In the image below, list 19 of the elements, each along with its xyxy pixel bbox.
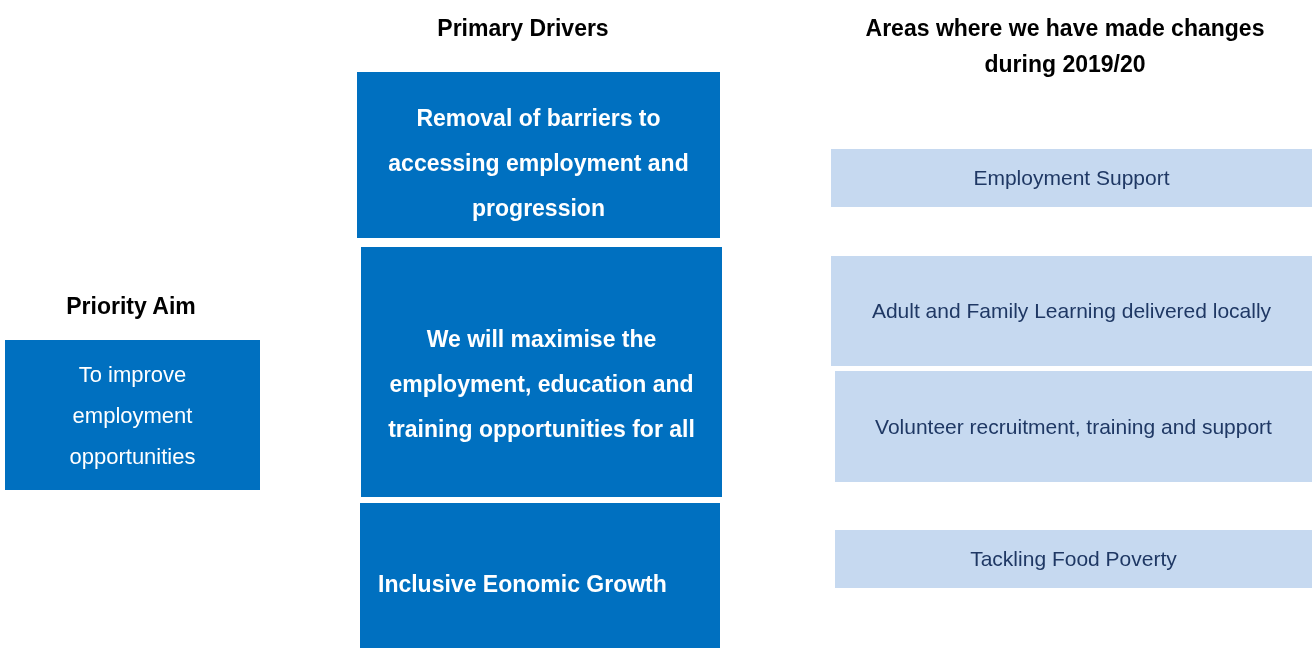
box-text: Removal of barriers to accessing employment and progression	[387, 103, 690, 223]
column-heading: Areas where we have made changes during 2019/20	[864, 14, 1266, 79]
box-text: Employment Support	[973, 165, 1170, 191]
area-box	[835, 530, 1312, 588]
area-box	[835, 371, 1312, 482]
area-box	[831, 149, 1312, 207]
area-box	[831, 256, 1312, 366]
box-text: Adult and Family Learning delivered locally	[871, 298, 1272, 324]
box-text: Inclusive Eonomic Growth	[378, 570, 667, 599]
box-text: Volunteer recruitment, training and support	[875, 413, 1272, 440]
column-heading: Priority Aim	[65, 292, 197, 321]
driver-box	[357, 72, 720, 238]
driver-box	[361, 247, 722, 497]
box-text: To improve employment opportunities	[68, 360, 197, 471]
box-text: We will maximise the employment, education and training opportunities for all	[387, 324, 696, 444]
aim-box	[5, 340, 260, 490]
box-text: Tackling Food Poverty	[970, 546, 1177, 572]
driver-box	[360, 503, 720, 648]
column-heading: Primary Drivers	[436, 14, 610, 43]
